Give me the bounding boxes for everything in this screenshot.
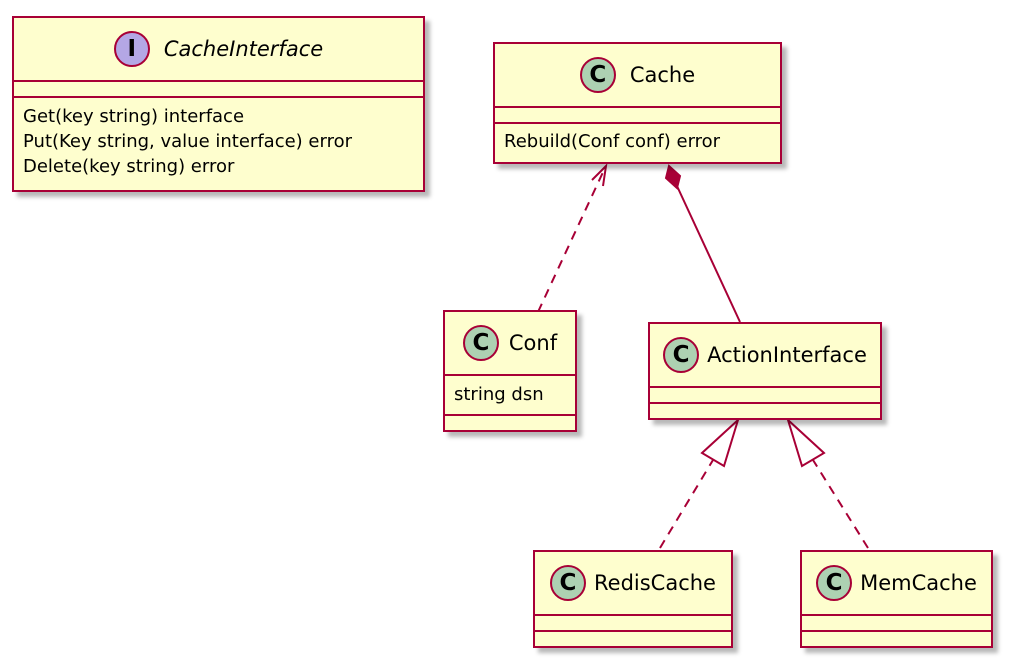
fields-section — [14, 82, 423, 98]
class-rediscache[interactable]: C RedisCache — [533, 550, 733, 648]
rediscache-realization-triangle — [700, 416, 741, 468]
class-badge-icon: C — [462, 325, 499, 361]
memcache-realization-line — [812, 459, 869, 549]
class-header: I CacheInterface — [14, 18, 423, 82]
class-badge-icon: C — [579, 57, 616, 93]
class-actioninterface[interactable]: C ActionInterface — [648, 322, 882, 420]
class-memcache[interactable]: C MemCache — [800, 550, 993, 648]
interface-badge-icon: I — [113, 31, 150, 67]
fields-section: string dsn — [445, 376, 575, 416]
rediscache-realization-line — [659, 459, 714, 549]
conf-to-cache-dependency-line — [537, 169, 605, 313]
class-name: ActionInterface — [707, 343, 867, 367]
class-conf[interactable]: C Conf string dsn — [443, 310, 577, 432]
class-header: C ActionInterface — [650, 324, 880, 388]
fields-section — [802, 616, 991, 632]
class-header: C Cache — [495, 44, 780, 108]
fields-section — [495, 108, 780, 124]
class-cache[interactable]: C Cache Rebuild(Conf conf) error — [493, 42, 782, 164]
fields-section — [650, 388, 880, 404]
class-badge-icon: C — [550, 565, 586, 601]
class-name: CacheInterface — [163, 37, 324, 61]
class-header: C RedisCache — [535, 552, 731, 616]
fields-section — [535, 616, 731, 632]
class-name: MemCache — [860, 571, 977, 595]
composition-diamond — [664, 164, 682, 190]
class-header: C MemCache — [802, 552, 991, 616]
cache-open-arrowhead — [591, 163, 608, 187]
methods-section: Rebuild(Conf conf) error — [495, 124, 780, 154]
class-badge-icon: C — [663, 337, 700, 373]
memcache-realization-triangle — [785, 416, 826, 468]
class-name: RedisCache — [594, 571, 716, 595]
method: Get(key string) interface — [23, 106, 245, 127]
field: string dsn — [454, 384, 544, 405]
method: Put(Key string, value interface) error — [23, 131, 352, 152]
class-name: Cache — [629, 63, 696, 87]
method: Rebuild(Conf conf) error — [504, 131, 721, 152]
class-header: C Conf — [445, 312, 575, 376]
methods-section: Get(key string) interface Put(Key string… — [14, 98, 423, 179]
class-cacheinterface[interactable]: I CacheInterface Get(key string) interfa… — [12, 16, 425, 192]
class-name: Conf — [508, 331, 558, 355]
method: Delete(key string) error — [23, 156, 235, 177]
class-badge-icon: C — [816, 565, 853, 601]
actioninterface-to-cache-composition-line — [676, 185, 741, 323]
